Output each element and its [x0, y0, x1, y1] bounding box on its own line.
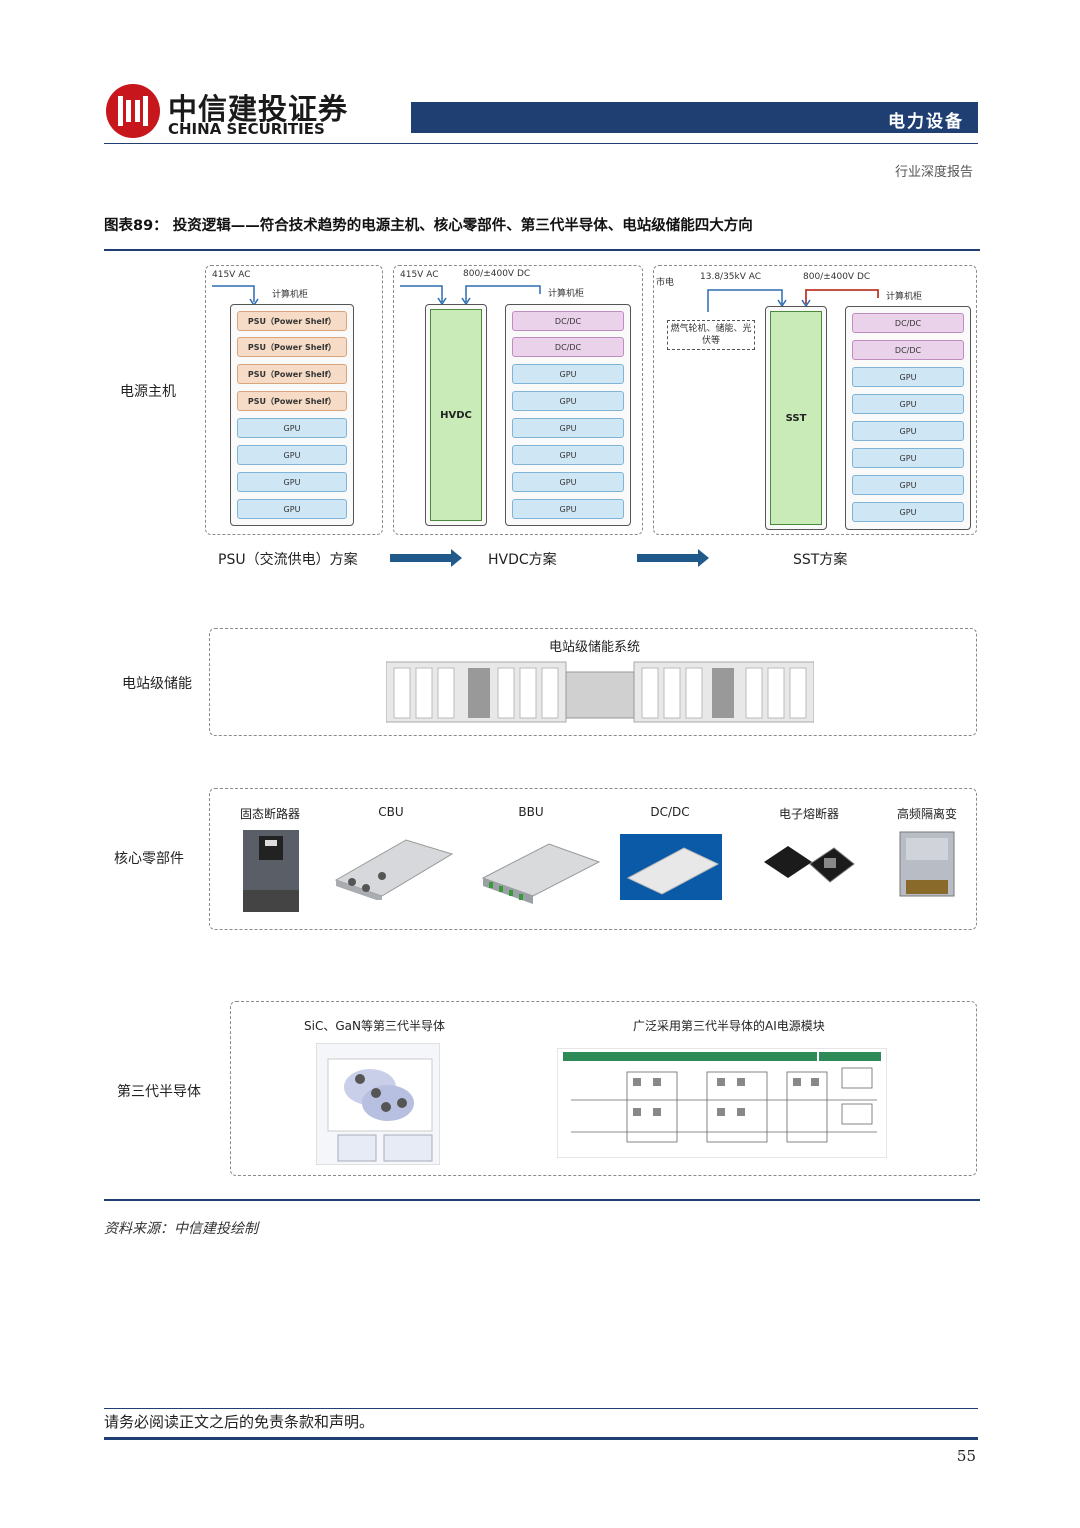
gpu-module: GPU: [237, 445, 347, 465]
hvdc-dc-label: 800/±400V DC: [463, 269, 531, 279]
sst-dc-label: 800/±400V DC: [803, 272, 871, 282]
gpu-module: GPU: [512, 391, 624, 411]
hvdc-converter: HVDC: [430, 309, 482, 521]
solid-state-breaker-image: [243, 830, 299, 912]
gpu-module: GPU: [512, 364, 624, 384]
row-label-components: 核心零部件: [114, 851, 184, 867]
gpu-module: GPU: [512, 418, 624, 438]
sst-cabinet-label: 计算机柜: [886, 292, 923, 302]
sst-panel: [653, 265, 977, 535]
gpu-module: GPU: [852, 502, 964, 522]
sst-compute-rack: DC/DC DC/DC GPU GPU GPU GPU GPU GPU: [845, 306, 971, 530]
component-label: DC/DC: [650, 805, 690, 819]
dcdc-module: DC/DC: [852, 340, 964, 360]
hvdc-input-label: 415V AC: [400, 270, 439, 280]
figure-title: 图表89： 投资逻辑——符合技术趋势的电源主机、核心零部件、第三代半导体、电站级…: [104, 218, 753, 234]
section-banner: 电力设备: [411, 102, 978, 133]
footer-top-rule: [104, 1408, 978, 1409]
header-rule: [104, 143, 978, 144]
company-name-en: CHINA SECURITIES: [168, 120, 325, 138]
semi-right-title: 广泛采用第三代半导体的AI电源模块: [633, 1019, 825, 1033]
psu-module: PSU（Power Shelf）: [237, 337, 347, 357]
company-logo-icon: [106, 84, 160, 138]
sst-converter: SST: [770, 311, 822, 525]
gpu-module: GPU: [512, 499, 624, 519]
gpu-module: GPU: [852, 448, 964, 468]
flow-arrow-icon: [390, 549, 462, 567]
semi-left-title: SiC、GaN等第三代半导体: [304, 1019, 445, 1033]
sst-caption: SST方案: [793, 552, 848, 568]
report-type: 行业深度报告: [894, 165, 973, 180]
page-number: 55: [956, 1447, 976, 1465]
component-label: 电子熔断器: [778, 807, 839, 821]
gpu-module: GPU: [237, 418, 347, 438]
component-label: 固态断路器: [239, 807, 300, 821]
gpu-module: GPU: [852, 394, 964, 414]
footer-bottom-rule: [104, 1437, 978, 1440]
gpu-module: GPU: [237, 499, 347, 519]
component-label: BBU: [518, 805, 544, 819]
storage-system-image: [386, 661, 814, 723]
cbu-image: [334, 839, 454, 900]
disclaimer-text: 请务必阅读正文之后的免责条款和声明。: [104, 1413, 375, 1431]
gpu-module: GPU: [237, 472, 347, 492]
row-label-semiconductor: 第三代半导体: [117, 1084, 201, 1100]
company-name-cn: 中信建投证券: [168, 92, 349, 126]
row-label-power-host: 电源主机: [120, 384, 176, 400]
components-panel: [209, 788, 977, 930]
storage-title: 电站级储能系统: [549, 640, 641, 655]
sst-grid-label: 市电: [656, 278, 675, 288]
hvdc-cabinet-label: 计算机柜: [548, 289, 585, 299]
semiconductor-panel: [230, 1001, 977, 1176]
sst-input-label: 13.8/35kV AC: [700, 272, 762, 282]
psu-caption: PSU（交流供电）方案: [218, 552, 358, 568]
hvdc-compute-rack: DC/DC DC/DC GPU GPU GPU GPU GPU GPU: [505, 304, 631, 526]
psu-panel: [205, 265, 383, 535]
gpu-module: GPU: [512, 445, 624, 465]
hvdc-rack: HVDC: [425, 304, 487, 526]
psu-module: PSU（Power Shelf）: [237, 364, 347, 384]
gpu-module: GPU: [852, 367, 964, 387]
hvdc-caption: HVDC方案: [488, 552, 557, 568]
component-label: 高频隔离变: [896, 807, 957, 821]
figure-bottom-rule: [104, 1199, 980, 1201]
ai-power-module-circuit-image: [557, 1048, 887, 1158]
psu-rack: PSU（Power Shelf） PSU（Power Shelf） PSU（Po…: [230, 304, 354, 526]
psu-module: PSU（Power Shelf）: [237, 311, 347, 331]
component-label: CBU: [378, 805, 404, 819]
psu-cabinet-label: 计算机柜: [272, 290, 309, 300]
psu-feed-arrow: [212, 285, 259, 306]
source-note: 资料来源：中信建投绘制: [104, 1221, 258, 1237]
figure-top-rule: [104, 249, 980, 251]
sst-rack: SST: [765, 306, 827, 530]
flow-arrow-icon: [637, 549, 709, 567]
psu-input-label: 415V AC: [212, 270, 251, 280]
efuse-image: [764, 846, 855, 883]
gpu-module: GPU: [512, 472, 624, 492]
semiconductor-chart-image: [316, 1043, 440, 1165]
gpu-module: GPU: [852, 475, 964, 495]
bbu-image: [481, 843, 601, 904]
psu-module: PSU（Power Shelf）: [237, 391, 347, 411]
hf-transformer-image: [899, 831, 955, 897]
dcdc-module: DC/DC: [852, 313, 964, 333]
row-label-storage: 电站级储能: [122, 676, 192, 692]
hvdc-panel: [393, 265, 643, 535]
storage-panel: [209, 628, 977, 736]
dcdc-module: DC/DC: [512, 311, 624, 331]
sst-sources-box: 燃气轮机、储能、光伏等: [667, 320, 755, 350]
dcdc-module: DC/DC: [512, 337, 624, 357]
hvdc-feed-arrows: [400, 285, 541, 306]
section-title: 电力设备: [888, 112, 964, 132]
gpu-module: GPU: [852, 421, 964, 441]
dcdc-image: [620, 834, 722, 900]
